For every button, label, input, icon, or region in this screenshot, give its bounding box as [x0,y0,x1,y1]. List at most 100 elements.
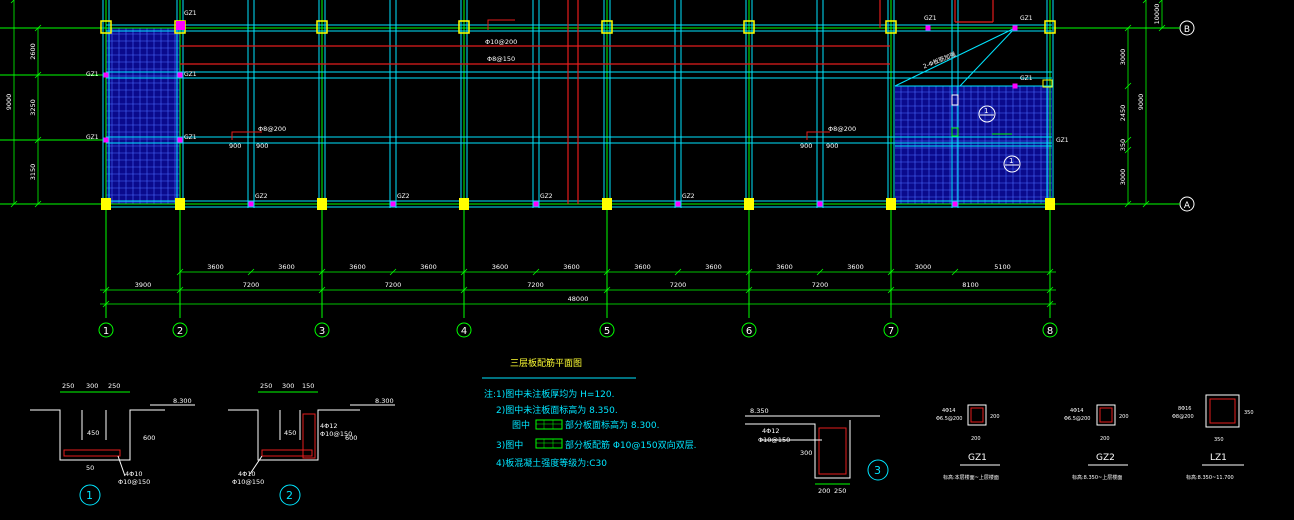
column-gz [601,20,613,34]
section-marker-label: 1 [1009,157,1013,165]
axis-bubble-label: 5 [604,326,610,337]
section1-dim: 250 [108,382,120,390]
dim-text: 2600 [29,43,37,60]
section1-marker-label: 1 [86,489,93,502]
slab-panels [106,28,1052,204]
section-detail-2-text: 250 300 150 8.300 450 600 4Φ10 Φ10@150 4… [232,382,394,502]
section1-leader [117,455,126,477]
dim-text: 9000 [1137,94,1145,111]
section-detail-3-text: 8.350 4Φ12 Φ10@150 300 200 250 3 [750,407,881,495]
section-detail-1 [30,391,195,506]
column-tag: GZ2 [682,193,695,200]
section-detail-1-text: 250 300 250 8.300 450 600 50 4Φ10 Φ10@15… [62,382,192,502]
dim-tick [318,286,326,294]
dim-text: 8100 [962,281,979,289]
dim-text: 7200 [527,281,544,289]
column-mark [675,201,681,207]
dim-tick [603,268,611,276]
dim-text: 350 [1119,139,1127,151]
note-line: 部分板面标高为 8.300. [565,419,660,431]
gz1-rebar-label: Φ6.5@200 [936,416,962,422]
dim-text: 7200 [385,281,402,289]
lz1-h: 350 [1244,410,1254,416]
dim-tick [102,286,110,294]
dim-tick [1124,136,1132,144]
note-line: 部分板配筋 Φ10@150双向双层. [565,439,696,451]
section3-dim: 250 [834,487,846,495]
dim-tick [1046,300,1054,308]
lz1-outline [1205,394,1240,428]
dim-text: 48000 [568,295,589,303]
dim-tick [603,286,611,294]
dim-text: 3600 [634,263,651,271]
dim-tick [102,300,110,308]
column-tag: GZ2 [255,193,268,200]
axis-bubble-label: 8 [1047,326,1053,337]
dim-tick [10,0,15,4]
column-gz [1044,20,1056,34]
section1-label: 600 [143,434,155,442]
column-gz [317,198,327,210]
column-mark [103,72,109,78]
hatch-pattern [536,420,562,448]
dim-tick [1124,24,1132,32]
column-gz [602,198,612,210]
section1-dim: 300 [86,382,98,390]
column-tags: GZ1 GZ1 GZ1 GZ1 GZ2 GZ2 GZ2 GZ2 GZ1 GZ1 … [86,10,1069,200]
column-mark [1012,83,1018,89]
dim-tick [1046,286,1054,294]
section1-dim: 250 [62,382,74,390]
column-gz [316,20,328,34]
column-tag: GZ1 [184,71,197,78]
section1-marker [79,484,101,506]
section2-rebar-side [302,413,316,459]
note-line: 图中 [512,419,530,431]
section2-rebar-label: Φ10@150 [320,430,352,438]
lz1-rebar-label: 8Φ16 [1178,406,1191,412]
section2-label: 600 [345,434,357,442]
slab-mesh-1 [106,28,180,204]
column-gz [459,198,469,210]
column-mark [925,25,931,31]
column-mark [390,201,396,207]
column-gz [458,20,470,34]
dim-tick [460,268,468,276]
column-gz [885,20,897,34]
column-gz [175,198,185,210]
section3-marker-label: 3 [874,464,881,477]
column-tag: GZ1 [86,71,99,78]
slab-mesh-2 [895,86,1052,204]
note-line: 2)图中未注板面标高为 8.350. [496,404,618,416]
section-marker-circle [1003,155,1021,173]
axis-grid-lines [0,0,1180,318]
note-line: 3)图中 [496,439,523,451]
section2-dim: 250 [260,382,272,390]
dim-text: 3600 [847,263,864,271]
plan-section-markers: 1 1 [978,105,1021,173]
note-hatch-swatches [535,419,563,449]
section-detail-3 [745,415,889,485]
gz1-w: 200 [971,436,981,442]
dim-tick [1142,200,1150,208]
section3-rebar-label: 4Φ12 [762,427,780,435]
column-tag: GZ1 [1020,75,1033,82]
dim-text: 3000 [1119,169,1127,186]
dim-tick [887,268,895,276]
axis-bubble [172,322,188,338]
gz2-rebar [1099,407,1113,423]
dim-tick [887,286,895,294]
axis-bubble [314,322,330,338]
stair-area [894,27,1053,137]
dim-tick [816,268,824,276]
section1-elev: 8.300 [173,397,192,405]
axis-bubble-label: 4 [461,326,467,337]
gz2-rebar-label: Φ6.5@200 [1064,416,1090,422]
column-mark [1012,25,1018,31]
dim-text: 3600 [207,263,224,271]
dim-tick [176,268,184,276]
lz1-w: 350 [1214,437,1224,443]
rebar-label: Φ8@200 [258,125,286,133]
